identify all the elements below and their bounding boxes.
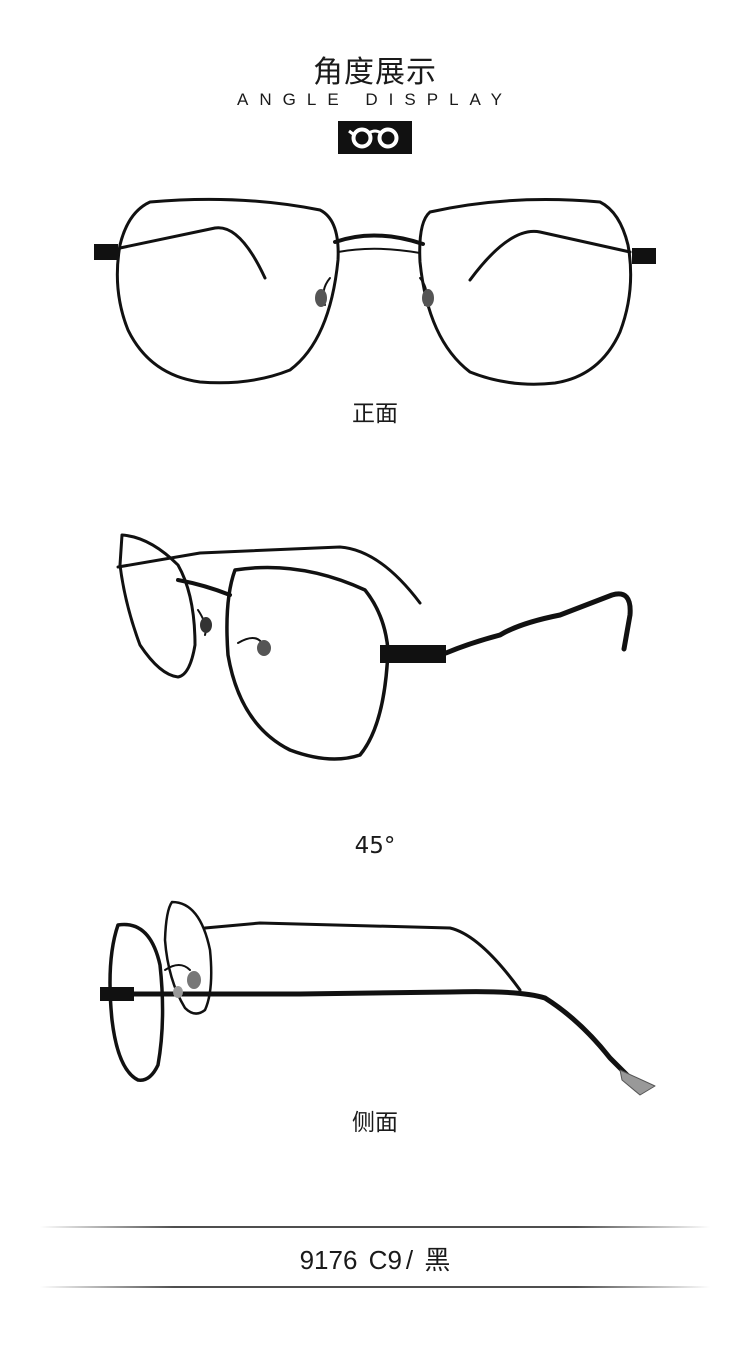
front-view-image bbox=[0, 190, 750, 400]
side-view-caption: 侧面 bbox=[352, 1110, 398, 1136]
front-view-caption: 正面 bbox=[352, 401, 398, 427]
color-name: 黑 bbox=[424, 1245, 451, 1275]
color-code: C9 bbox=[368, 1245, 402, 1275]
section-title: 角度展示 bbox=[313, 55, 437, 90]
product-model-line: 9176 C9/ 黑 bbox=[0, 1240, 750, 1277]
divider-bottom bbox=[40, 1286, 710, 1288]
section-subtitle: ANGLE DISPLAY bbox=[237, 90, 513, 109]
model-number: 9176 bbox=[299, 1245, 358, 1275]
divider-top bbox=[40, 1226, 710, 1228]
angle-view-caption: 45° bbox=[354, 833, 396, 859]
separator: / bbox=[405, 1245, 414, 1275]
glasses-icon bbox=[338, 121, 412, 154]
side-view-image bbox=[0, 890, 750, 1105]
angle-view-image bbox=[0, 525, 750, 775]
